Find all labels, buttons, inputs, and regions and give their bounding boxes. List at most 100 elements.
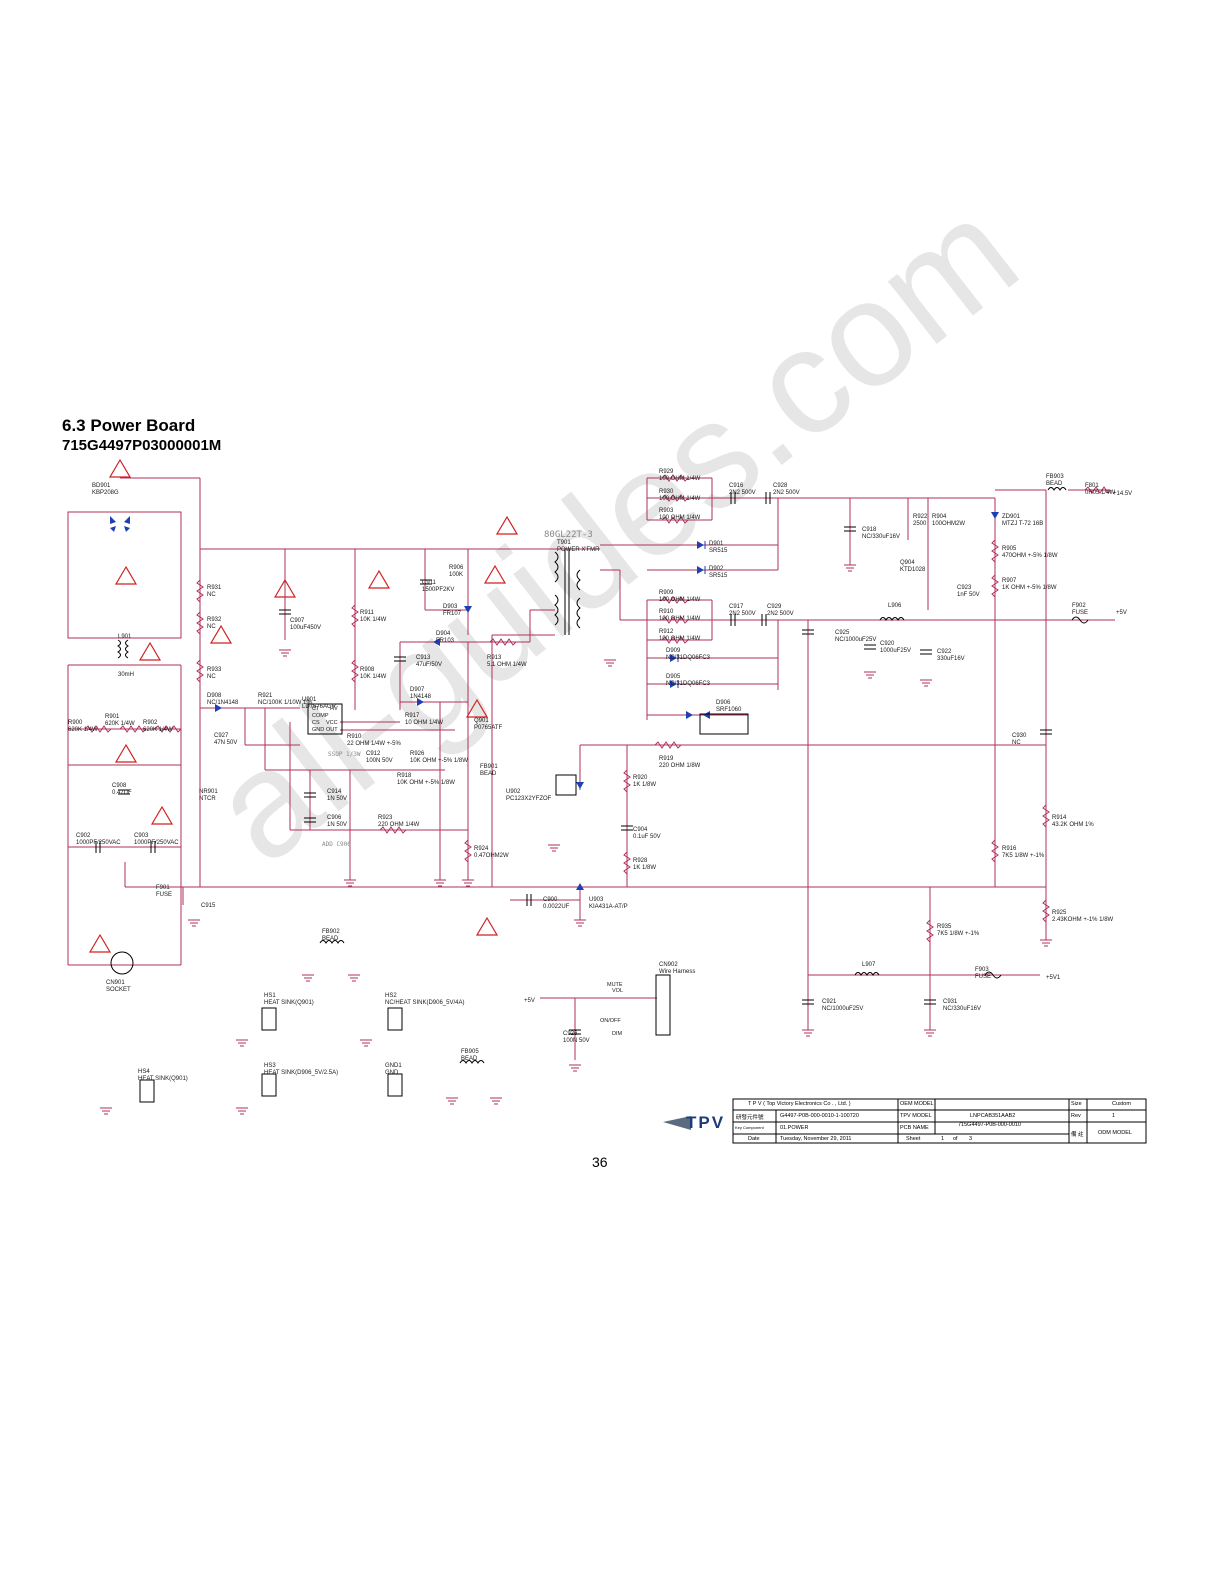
net-label: +5V xyxy=(524,998,535,1004)
tb-oem-label: OEM MODEL xyxy=(900,1101,934,1107)
component-value: NC/1N4148 xyxy=(207,699,239,706)
component-ref: GND1 xyxy=(385,1063,402,1069)
component-ref: C904 xyxy=(633,827,648,833)
component-value: NC/330uF16V xyxy=(862,533,901,540)
ic-pin-label: CS xyxy=(312,720,320,726)
resistor-symbols xyxy=(84,474,1112,943)
component-value: P0765ATF xyxy=(474,724,503,731)
ic-pin-label: OUT xyxy=(326,727,338,733)
component-ref: R931 xyxy=(207,585,222,591)
component-value: 0.47UF xyxy=(112,789,132,796)
component-ref: R910 xyxy=(347,734,362,740)
tb-sheet-label: Sheet xyxy=(906,1136,921,1142)
ic-symbols xyxy=(110,703,749,1103)
component-ref: D902 xyxy=(709,566,724,572)
component-value: 620K 1/4W xyxy=(143,726,173,733)
component-value: 100N 50V xyxy=(563,1037,590,1044)
component-ref: C926 xyxy=(563,1031,578,1037)
component-ref: R924 xyxy=(474,846,489,852)
component-ref: C911 xyxy=(422,580,436,586)
ic-pin-label: CT xyxy=(312,706,320,712)
tb-row2-value: G4497-P0B-000-0010-1-100720 xyxy=(780,1113,859,1119)
component-value: NC/1000uF25V xyxy=(835,636,877,643)
page-number: 36 xyxy=(592,1154,608,1170)
component-value: 0.0022UF xyxy=(543,903,570,910)
component-value: 1nF 50V xyxy=(957,591,980,598)
component-ref: C918 xyxy=(862,527,877,533)
component-value: 1N 50V xyxy=(327,821,348,828)
component-ref: R926 xyxy=(410,751,425,757)
component-value: FUSE xyxy=(156,891,173,898)
component-label: L901 xyxy=(118,634,131,641)
component-ref: R902 xyxy=(143,720,158,726)
ground-symbols xyxy=(100,564,1052,1115)
component-ref: D903 xyxy=(443,604,458,610)
component-ref: HS2 xyxy=(385,993,397,999)
component-ref: F902 xyxy=(1072,603,1086,609)
tb-rev-label: Rev xyxy=(1071,1113,1081,1119)
component-value: SR515 xyxy=(709,547,728,554)
component-value: 100 OHM 1/4W xyxy=(659,635,701,642)
diode-symbols xyxy=(110,512,999,890)
component-value: HEAT SINK(D906_5V/2.5A) xyxy=(264,1069,339,1076)
component-value: 1K OHM +-5% 1/8W xyxy=(1002,584,1057,591)
component-value: FUSE xyxy=(1072,609,1089,616)
component-ref: D908 xyxy=(207,693,222,699)
component-ref: L907 xyxy=(862,962,876,968)
component-value: NTCR xyxy=(199,795,216,802)
tpv-logo: TPV xyxy=(686,1113,726,1132)
component-ref: R910 xyxy=(659,609,674,615)
component-ref: FB902 xyxy=(322,929,340,935)
component-ref: C923 xyxy=(957,585,972,591)
tb-odm-label: ODM MODEL xyxy=(1098,1130,1132,1136)
ic-pin-label: GND xyxy=(312,727,325,733)
component-value: 2500 xyxy=(913,520,927,527)
component-ref: R913 xyxy=(487,655,502,661)
component-ref: L906 xyxy=(888,603,902,609)
component-value: 10K 1/4W xyxy=(360,673,387,680)
component-ref: R912 xyxy=(659,629,674,635)
component-ref: U901 xyxy=(302,697,317,703)
component-ref: F901 xyxy=(156,885,170,891)
transformer-t901 xyxy=(554,548,581,635)
component-ref: R917 xyxy=(405,713,420,719)
component-ref: C929 xyxy=(767,604,782,610)
component-value: KIA431A-AT/P xyxy=(589,903,628,910)
component-value: 0.47OHM2W xyxy=(474,852,509,859)
component-ref: Q901 xyxy=(474,718,489,724)
component-value: BEAD xyxy=(461,1055,478,1062)
component-value: FUSE xyxy=(975,973,992,980)
tb-of-value: 3 xyxy=(969,1136,973,1142)
